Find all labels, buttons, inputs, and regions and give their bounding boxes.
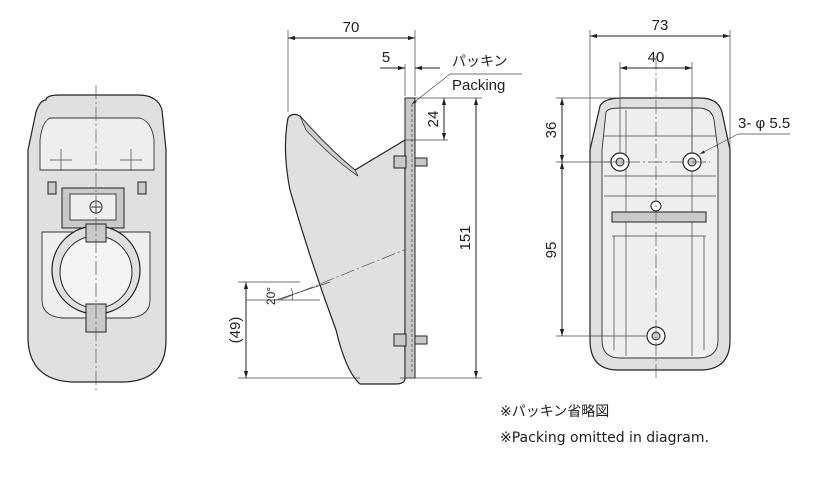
dim-5: 5 bbox=[382, 49, 390, 66]
side-view bbox=[238, 30, 522, 385]
note-en: ※Packing omitted in diagram. bbox=[500, 430, 709, 446]
back-view bbox=[556, 30, 790, 380]
front-view bbox=[27, 85, 167, 392]
dim-36: 36 bbox=[543, 122, 560, 139]
packing-label-en: Packing bbox=[452, 77, 505, 94]
dim-49: (49) bbox=[227, 317, 244, 344]
dim-holes: 3- φ 5.5 bbox=[738, 115, 790, 132]
dim-40: 40 bbox=[648, 49, 665, 66]
packing-label-jp: パッキン bbox=[452, 54, 508, 70]
dim-angle: 20° bbox=[264, 287, 278, 305]
dim-95: 95 bbox=[543, 242, 560, 259]
note-jp: ※パッキン省略図 bbox=[500, 404, 609, 420]
dim-24: 24 bbox=[425, 111, 442, 128]
dim-73: 73 bbox=[652, 17, 669, 34]
dim-151: 151 bbox=[457, 225, 474, 250]
dim-70: 70 bbox=[343, 19, 360, 36]
